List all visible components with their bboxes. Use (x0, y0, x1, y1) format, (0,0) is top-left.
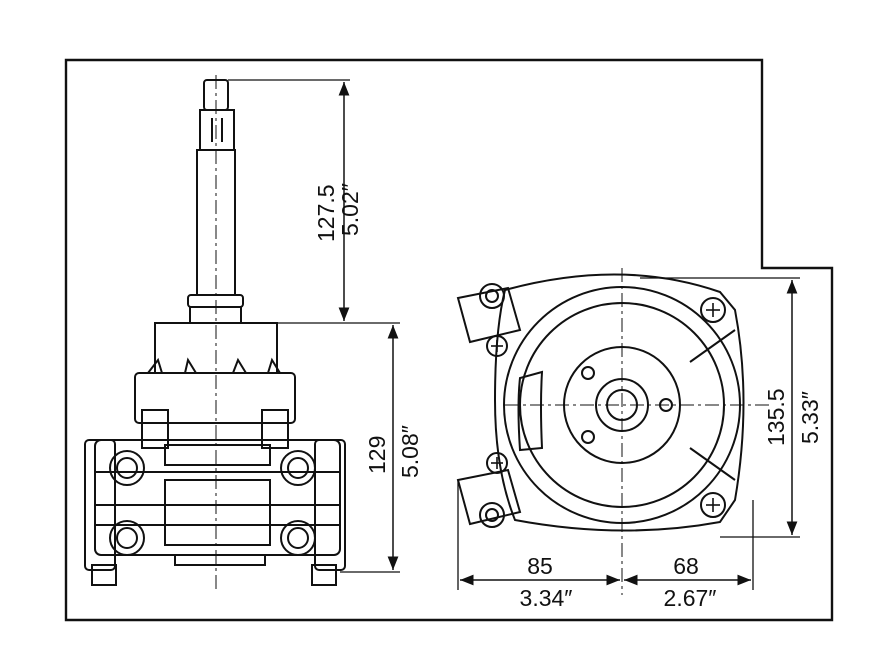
shaft-spline (199, 109, 235, 151)
bracket-lower (456, 468, 522, 526)
drawing-frame (64, 58, 834, 622)
front-screw-crosses (491, 303, 720, 512)
front-view (456, 273, 745, 532)
foot-left (91, 564, 117, 586)
bracket-upper (456, 286, 522, 344)
shaft-height-mm-label: 127.5 (313, 184, 339, 242)
side-view (84, 79, 346, 586)
left-width-in-label: 3.34″ (520, 585, 573, 611)
dim-shaft-height (228, 79, 400, 324)
front-view-centerlines (505, 268, 770, 595)
front-housing-outline (493, 273, 745, 532)
mid-housing (134, 372, 296, 424)
left-width-mm-label: 85 (527, 553, 553, 579)
lower-housing (94, 439, 341, 556)
front-height-mm-label: 135.5 (763, 388, 789, 446)
dim-widths (457, 480, 754, 590)
front-height-in-label: 5.33″ (797, 391, 823, 444)
side-view-bolts (109, 450, 316, 556)
arc-slot (517, 370, 544, 452)
right-width-mm-label: 68 (673, 553, 699, 579)
foot-right (311, 564, 337, 586)
dim-front-height (640, 277, 800, 538)
body-height-mm-label: 129 (364, 436, 390, 474)
body-height-in-label: 5.08″ (397, 425, 423, 478)
right-width-in-label: 2.67″ (664, 585, 717, 611)
shaft-height-in-label: 5.02″ (337, 183, 363, 236)
dim-body-height (340, 325, 400, 573)
shaft (196, 149, 236, 296)
